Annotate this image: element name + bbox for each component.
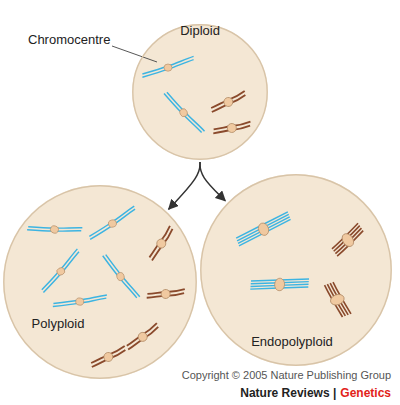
cell-membrane — [201, 175, 391, 365]
diploid-chromosomes — [142, 56, 250, 140]
branch-arrow — [169, 162, 200, 209]
cell-membrane — [4, 186, 196, 378]
cell-circle: Endopolyploid — [200, 174, 392, 366]
cell-ground — [3, 24, 392, 379]
cell-label: Endopolyploid — [251, 335, 333, 350]
cell-label: Polyploid — [32, 317, 85, 332]
leader-line — [112, 46, 157, 62]
callout-label: Chromocentre — [28, 33, 110, 48]
cell-circle: Diploid — [132, 24, 268, 160]
cell-outline — [132, 24, 268, 160]
journal-name: Nature Reviews | — [240, 386, 336, 400]
endopolyploid-chromosomes — [234, 212, 367, 319]
cell-outline — [3, 185, 197, 379]
polyploid-chromosomes — [27, 206, 185, 367]
cell-label: Diploid — [180, 24, 220, 39]
cell-membrane — [133, 25, 267, 159]
copyright-note: Copyright © 2005 Nature Publishing Group — [182, 369, 391, 382]
journal-credit: Nature Reviews | Genetics — [240, 386, 391, 400]
journal-section: Genetics — [340, 386, 391, 400]
cell-circle: Polyploid — [3, 185, 197, 379]
branch-arrow — [200, 162, 225, 201]
